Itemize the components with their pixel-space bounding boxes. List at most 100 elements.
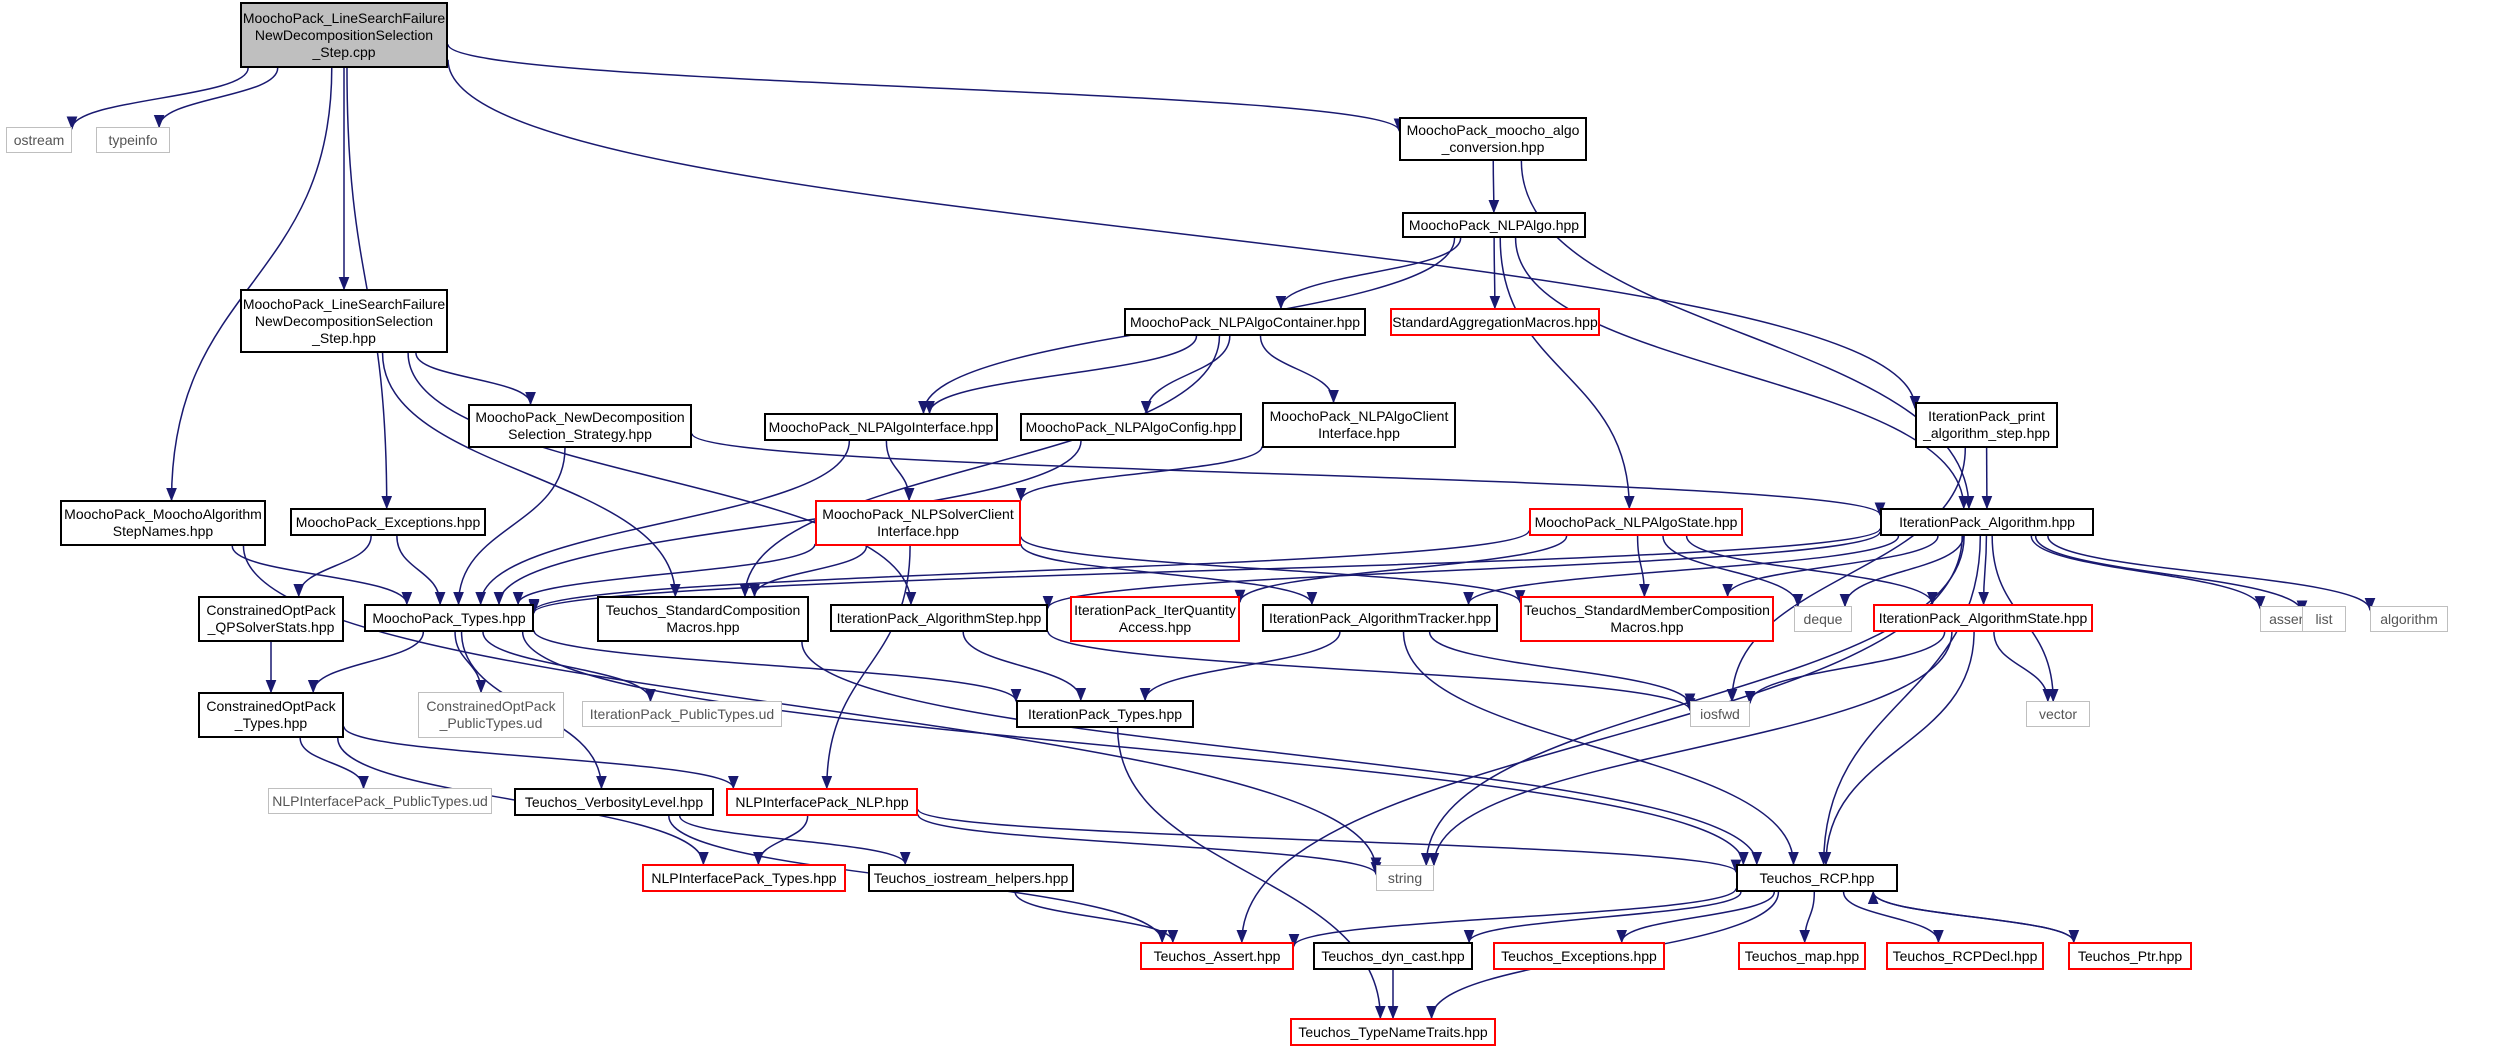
edge-moocho_algorithm_step_names-to-moocho_types: [231, 545, 413, 606]
standard-composition-macros-node[interactable]: Teuchos_StandardComposition Macros.hpp: [597, 596, 809, 642]
constrained-opt-public-types-node: ConstrainedOptPack _PublicTypes.ud: [418, 692, 564, 738]
edge-iteration_algorithm-to-std_member_composition_macros: [1722, 535, 1939, 598]
teuchos-rcp-node[interactable]: Teuchos_RCP.hpp: [1736, 864, 1898, 892]
nlpalgo-interface-node[interactable]: MoochoPack_NLPAlgoInterface.hpp: [764, 413, 998, 441]
edge-nlpalgo_container-to-std_composition_macros: [739, 335, 1221, 598]
edge-copt_types-to-nlpi_public_types: [299, 737, 369, 790]
edge-lsf_step_hpp-to-algorithm_step: [407, 352, 917, 606]
edge-root-to-moocho_algo_conversion: [447, 44, 1405, 132]
edge-std_composition_macros-to-teuchos_rcp: [801, 641, 1763, 866]
standard-aggregation-macros-node[interactable]: StandardAggregationMacros.hpp: [1390, 308, 1600, 336]
teuchos-assert-node[interactable]: Teuchos_Assert.hpp: [1140, 942, 1294, 970]
edge-copt_types-to-nlpi_nlp: [343, 726, 739, 790]
verbosity-level-node[interactable]: Teuchos_VerbosityLevel.hpp: [514, 788, 714, 816]
iteration-algorithm-state-node[interactable]: IterationPack_AlgorithmState.hpp: [1873, 604, 2093, 632]
nlpalgo-client-interface-node[interactable]: MoochoPack_NLPAlgoClient Interface.hpp: [1262, 402, 1456, 448]
new-decomposition-strategy-node[interactable]: MoochoPack_NewDecomposition Selection_St…: [468, 404, 692, 448]
edge-teuchos_rcp-to-rcp_decl: [1842, 891, 1944, 944]
edge-algorithm_state-to-iosfwd: [1744, 631, 1946, 705]
nlpalgo-config-node[interactable]: MoochoPack_NLPAlgoConfig.hpp: [1020, 413, 1242, 441]
edge-iteration_print_step-to-iosfwd: [1726, 447, 1967, 703]
algorithm-node: algorithm: [2370, 606, 2448, 632]
edge-iteration_algorithm-to-algorithm: [2047, 535, 2376, 612]
edge-nlpalgo_container-to-nlpalgo_config: [1140, 335, 1231, 415]
iostream-helpers-node[interactable]: Teuchos_iostream_helpers.hpp: [868, 864, 1074, 892]
moocho-exceptions-node[interactable]: MoochoPack_Exceptions.hpp: [290, 508, 486, 536]
nlpalgo-node[interactable]: MoochoPack_NLPAlgo.hpp: [1402, 212, 1586, 238]
edge-iteration_algorithm-to-assert_h: [2030, 535, 2266, 610]
edge-nlpalgo-to-nlpalgo_state: [1499, 237, 1635, 510]
teuchos-dyn-cast-node[interactable]: Teuchos_dyn_cast.hpp: [1313, 942, 1473, 970]
edge-nlpalgo-to-nlpalgo_container: [1275, 237, 1462, 310]
edge-nlpsolver_client_interface-to-moocho_types: [512, 543, 816, 606]
edge-iteration_algorithm-to-deque: [1839, 535, 1965, 608]
nlp-interface-types-node[interactable]: NLPInterfacePack_Types.hpp: [642, 864, 846, 892]
edge-iteration_algorithm-to-algorithm_step: [1042, 531, 1881, 610]
edge-nlpsolver_client_interface-to-algorithm_tracker: [1020, 543, 1318, 606]
edge-algorithm_step-to-iosfwd: [1047, 631, 1696, 712]
iosfwd-node: iosfwd: [1690, 701, 1750, 727]
edge-teuchos_ptr-to-teuchos_rcp: [1867, 890, 2075, 943]
root-file-node[interactable]: MoochoPack_LineSearchFailure NewDecompos…: [240, 2, 448, 68]
list-node: list: [2302, 606, 2346, 632]
edge-nlpi_nlp-to-nlpi_types: [752, 815, 809, 866]
teuchos-type-name-traits-node[interactable]: Teuchos_TypeNameTraits.hpp: [1290, 1018, 1496, 1046]
edge-new_decomp_strategy-to-moocho_types: [453, 447, 566, 606]
edge-nlpsolver_client_interface-to-std_composition_macros: [749, 545, 868, 598]
edge-teuchos_rcp-to-teuchos_map: [1799, 891, 1816, 944]
nlpalgo-state-node[interactable]: MoochoPack_NLPAlgoState.hpp: [1529, 508, 1743, 536]
iteration-print-algorithm-step-node[interactable]: IterationPack_print _algorithm_step.hpp: [1915, 402, 2058, 448]
nlp-interface-public-types-node: NLPInterfacePack_PublicTypes.ud: [268, 788, 492, 814]
edge-iteration_algorithm-to-algorithm_state: [1978, 535, 1989, 606]
edge-root-to-moocho_algorithm_step_names: [166, 67, 333, 502]
edge-algorithm_state-to-teuchos_rcp: [1820, 631, 1975, 866]
teuchos-ptr-node[interactable]: Teuchos_Ptr.hpp: [2068, 942, 2192, 970]
edge-root-to-typeinfo: [153, 67, 279, 129]
nlpalgo-container-node[interactable]: MoochoPack_NLPAlgoContainer.hpp: [1124, 308, 1366, 336]
vector-node: vector: [2026, 701, 2090, 727]
edge-nlpalgo_interface-to-nlpsolver_client_interface: [885, 440, 915, 502]
edge-iteration_types-to-type_name_traits: [1116, 727, 1386, 1020]
edge-iteration_algorithm-to-list2: [2034, 535, 2308, 615]
constrained-opt-types-node[interactable]: ConstrainedOptPack _Types.hpp: [198, 692, 344, 738]
edge-verbosity_level-to-iostream_helpers: [679, 815, 911, 866]
edge-moocho_types-to-teuchos_rcp: [521, 631, 1749, 866]
edge-algorithm_state-to-vector: [1993, 631, 2054, 703]
line-search-failure-step-header-node[interactable]: MoochoPack_LineSearchFailure NewDecompos…: [240, 289, 448, 353]
edge-nlpi_nlp-to-string: [917, 814, 1382, 876]
iteration-algorithm-tracker-node[interactable]: IterationPack_AlgorithmTracker.hpp: [1262, 604, 1498, 632]
nlp-interface-nlp-node[interactable]: NLPInterfacePack_NLP.hpp: [726, 788, 918, 816]
iteration-types-node[interactable]: IterationPack_Types.hpp: [1016, 700, 1194, 728]
iter-quantity-access-node[interactable]: IterationPack_IterQuantity Access.hpp: [1070, 596, 1240, 642]
typeinfo-node: typeinfo: [96, 127, 170, 153]
moocho-algo-conversion-node[interactable]: MoochoPack_moocho_algo _conversion.hpp: [1399, 117, 1587, 161]
edge-nlpalgo_interface-to-moocho_types: [475, 440, 851, 606]
edge-teuchos_rcp-to-teuchos_assert: [1288, 888, 1737, 948]
edge-moocho_types-to-iteration_types: [533, 630, 1022, 703]
edge-nlpalgo-to-iteration_algorithm: [1514, 237, 1970, 510]
dependency-edges: [66, 44, 2376, 1020]
edge-moocho_algorithm_step_names-to-string: [242, 545, 1382, 872]
edge-iteration_algorithm-to-teuchos_rcp: [1818, 535, 1982, 866]
moocho-types-node[interactable]: MoochoPack_Types.hpp: [364, 604, 534, 632]
nlpsolver-client-interface-node[interactable]: MoochoPack_NLPSolverClient Interface.hpp: [815, 500, 1021, 546]
edge-nlpalgo-to-std_aggregation_macros: [1489, 237, 1501, 310]
constrained-opt-qpsolver-stats-node[interactable]: ConstrainedOptPack _QPSolverStats.hpp: [198, 596, 344, 642]
iteration-algorithm-step-node[interactable]: IterationPack_AlgorithmStep.hpp: [830, 604, 1048, 632]
edge-nlpi_nlp-to-teuchos_rcp: [917, 808, 1742, 874]
teuchos-map-node[interactable]: Teuchos_map.hpp: [1738, 942, 1866, 970]
string-node: string: [1376, 865, 1434, 891]
iteration-algorithm-node[interactable]: IterationPack_Algorithm.hpp: [1880, 508, 2094, 536]
edge-nlpalgo_client_interface-to-nlpsolver_client_interface: [1015, 446, 1263, 502]
moocho-algorithm-step-names-node[interactable]: MoochoPack_MoochoAlgorithm StepNames.hpp: [60, 500, 266, 546]
teuchos-exceptions-node[interactable]: Teuchos_Exceptions.hpp: [1493, 942, 1665, 970]
edge-lsf_step_hpp-to-new_decomp_strategy: [415, 352, 536, 406]
standard-member-composition-macros-node[interactable]: Teuchos_StandardMemberComposition Macros…: [1520, 596, 1774, 642]
teuchos-rcp-decl-node[interactable]: Teuchos_RCPDecl.hpp: [1886, 942, 2044, 970]
edge-iteration_algorithm-to-algorithm_tracker: [1463, 535, 1900, 606]
edge-nlpalgo_container-to-nlpalgo_client_interface: [1259, 335, 1339, 404]
edge-nlpalgo_config-to-moocho_types: [493, 440, 1082, 606]
edge-nlpalgo_container-to-nlpalgo_interface: [924, 335, 1198, 415]
edge-algorithm_tracker-to-iosfwd: [1428, 631, 1696, 707]
